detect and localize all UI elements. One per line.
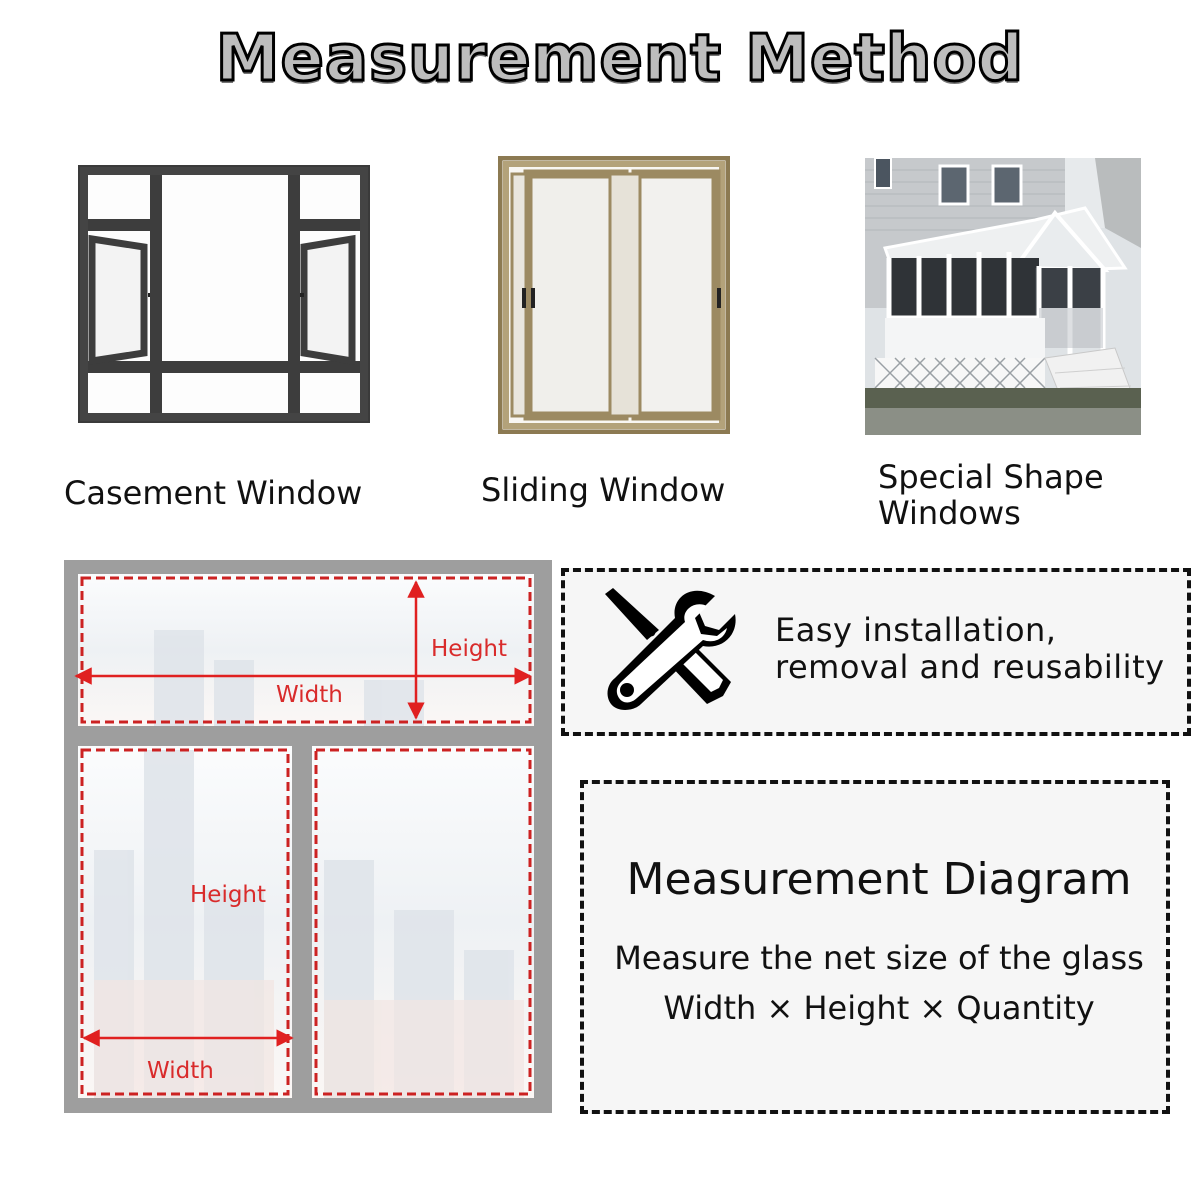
measurement-instruction: Measure the net size of the glass: [614, 939, 1144, 977]
measurement-info-box: Measurement Diagram Measure the net size…: [580, 780, 1170, 1114]
bottom-height-label: Height: [190, 882, 266, 908]
measurement-diagram: Height Width Height Width: [64, 560, 552, 1113]
label-casement-window: Casement Window: [64, 474, 363, 512]
label-special-line2: Windows: [878, 494, 1021, 532]
feature-line2: removal and reusability: [775, 648, 1165, 686]
feature-line1: Easy installation,: [775, 611, 1057, 649]
label-special-shape-windows: Special Shape Windows: [878, 459, 1104, 531]
label-special-line1: Special Shape: [878, 458, 1104, 496]
measurement-diagram-title: Measurement Diagram: [626, 854, 1132, 905]
feature-text: Easy installation, removal and reusabili…: [775, 612, 1165, 686]
top-height-label: Height: [431, 636, 507, 662]
sliding-window-image: [497, 155, 731, 435]
casement-window-image: [77, 164, 371, 424]
bottom-width-label: Width: [147, 1058, 214, 1084]
label-sliding-window: Sliding Window: [481, 471, 726, 509]
top-width-label: Width: [276, 682, 343, 708]
measurement-formula: Width × Height × Quantity: [663, 989, 1095, 1027]
sunroom-photo: [865, 158, 1141, 435]
feature-box: Easy installation, removal and reusabili…: [561, 568, 1191, 736]
page-title: Measurement Method: [214, 21, 1025, 98]
tools-icon: [603, 586, 738, 716]
